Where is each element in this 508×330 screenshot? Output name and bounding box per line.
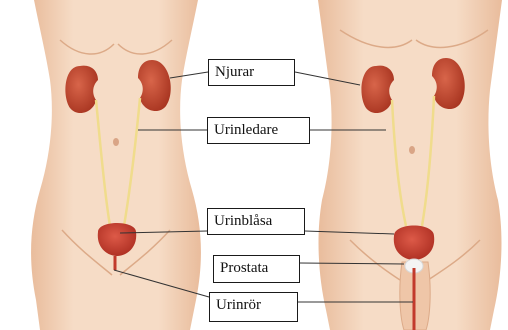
male-torso — [318, 0, 502, 330]
male-kidney-left — [361, 66, 394, 113]
female-kidney-left — [65, 66, 98, 113]
label-urinblasa: Urinblåsa — [207, 208, 305, 235]
label-urinledare: Urinledare — [207, 117, 310, 144]
female-torso — [31, 0, 201, 330]
label-njurar: Njurar — [208, 59, 295, 86]
label-urinror: Urinrör — [209, 292, 298, 322]
label-prostata: Prostata — [213, 255, 300, 283]
